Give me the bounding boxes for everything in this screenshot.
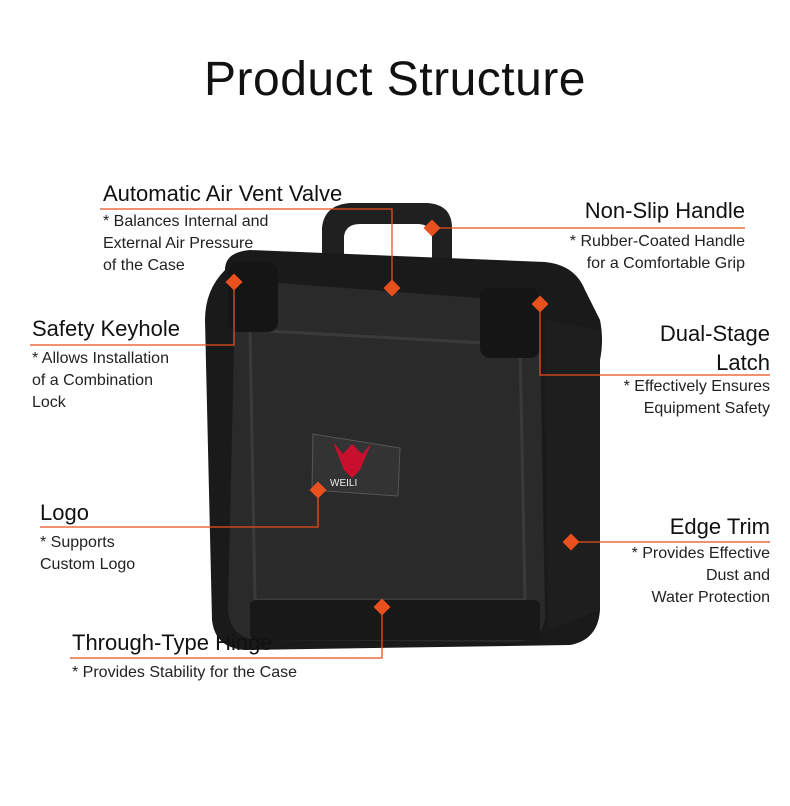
right-latch [480,288,540,358]
callout-heading-latch: Dual-Stage Latch [659,321,770,375]
callout-desc-latch: * Effectively Ensures Equipment Safety [623,378,770,417]
callout-heading-keyhole: Safety Keyhole [32,316,180,341]
diamond-marker-icon [562,533,580,551]
callout-markers [225,219,580,616]
callout-desc-handle: * Rubber-Coated Handle for a Comfortable… [569,233,745,272]
callout-heading-hinge: Through-Type Hinge [72,630,273,655]
hinge [250,600,540,640]
diamond-marker-icon [309,481,327,499]
callout-heading-logo: Logo [40,500,89,525]
callout-desc-keyhole: * Allows Installation of a Combination L… [32,350,169,411]
diamond-marker-icon [423,219,441,237]
diamond-marker-icon [383,279,401,297]
diamond-marker-icon [225,273,243,291]
diamond-marker-icon [373,598,391,616]
logo-text: WEILI [330,478,357,489]
page-title: Product Structure [204,53,586,106]
callout-lines [30,208,770,659]
diamond-marker-icon [531,295,549,313]
callout-desc-edge-trim: * Provides Effective Dust and Water Prot… [631,545,770,606]
callout-desc-air-vent: * Balances Internal and External Air Pre… [103,213,269,274]
logo-plate: WEILI [311,433,401,497]
callout-heading-air-vent: Automatic Air Vent Valve [103,181,343,206]
callout-desc-hinge: * Provides Stability for the Case [72,664,297,681]
callout-heading-handle: Non-Slip Handle [584,198,745,223]
callout-heading-edge-trim: Edge Trim [669,514,770,539]
left-latch [228,262,278,332]
callout-desc-logo: * Supports Custom Logo [40,534,136,573]
logo-mark-icon [333,442,371,478]
